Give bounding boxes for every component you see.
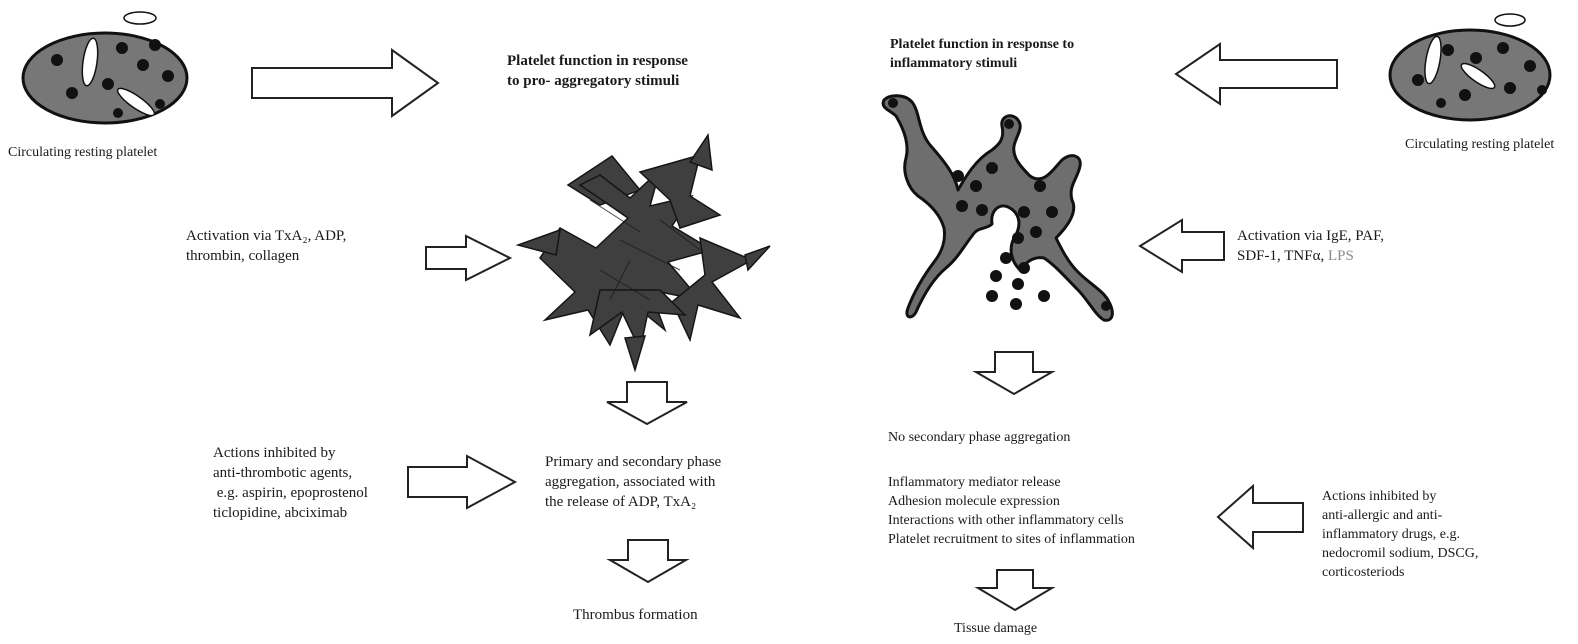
arrow-left-top: [1176, 44, 1337, 104]
effect-item-1: Inflammatory mediator release: [888, 473, 1135, 492]
right-inhibitors-line-3: inflammatory drugs, e.g.: [1322, 525, 1478, 544]
right-inhibitors-line-5: corticosteriods: [1322, 563, 1478, 582]
lps-label: LPS: [1328, 248, 1354, 264]
left-inhibitors-line-1: Actions inhibited by: [213, 443, 368, 463]
tissue-damage-label: Tissue damage: [954, 619, 1037, 638]
left-activation-line-1: Activation via TxA₂, ADP,: [186, 226, 346, 246]
right-activation-text: Activation via IgE, PAF, SDF-1, TNFα, LP…: [1237, 226, 1384, 266]
right-heading-line-2: inflammatory stimuli: [890, 54, 1074, 73]
left-resting-platelet: [23, 12, 187, 123]
left-resting-label: Circulating resting platelet: [8, 143, 157, 162]
right-resting-label: Circulating resting platelet: [1405, 135, 1554, 154]
aggregation-line-1: Primary and secondary phase: [545, 452, 721, 472]
arrow-down-right-2: [978, 570, 1052, 610]
arrow-right-top: [252, 50, 438, 116]
right-heading-line-1: Platelet function in response to: [890, 35, 1074, 54]
arrow-right-activation: [426, 236, 510, 280]
left-activation-line-2: thrombin, collagen: [186, 246, 346, 266]
left-heading-line-2: to pro- aggregatory stimuli: [507, 71, 688, 91]
right-heading: Platelet function in response to inflamm…: [890, 35, 1074, 73]
effect-item-3: Interactions with other inflammatory cel…: [888, 511, 1135, 530]
left-heading-line-1: Platelet function in response: [507, 51, 688, 71]
arrow-down-left-2: [610, 540, 686, 582]
arrow-down-left-1: [607, 382, 687, 424]
aggregation-line-2: aggregation, associated with: [545, 472, 721, 492]
left-inhibitors-line-4: ticlopidine, abciximab: [213, 503, 368, 523]
right-activation-line-2: SDF-1, TNFα, LPS: [1237, 246, 1384, 266]
left-activation-text: Activation via TxA₂, ADP, thrombin, coll…: [186, 226, 346, 266]
left-inhibitors-line-3: e.g. aspirin, epoprostenol: [213, 483, 368, 503]
right-resting-platelet: [1390, 14, 1550, 120]
right-activation-agents: SDF-1, TNFα,: [1237, 248, 1324, 264]
arrow-down-right-1: [976, 352, 1052, 394]
left-inhibitors-line-2: anti-thrombotic agents,: [213, 463, 368, 483]
no-secondary-aggregation-label: No secondary phase aggregation: [888, 428, 1070, 447]
effect-item-4: Platelet recruitment to sites of inflamm…: [888, 530, 1135, 549]
left-heading: Platelet function in response to pro- ag…: [507, 51, 688, 91]
right-inhibitors-text: Actions inhibited by anti-allergic and a…: [1322, 487, 1478, 582]
arrow-left-activation: [1140, 220, 1224, 272]
right-inhibitors-line-2: anti-allergic and anti-: [1322, 506, 1478, 525]
activated-platelet: [883, 96, 1112, 321]
effect-item-2: Adhesion molecule expression: [888, 492, 1135, 511]
arrow-left-inhibitors: [1218, 486, 1303, 548]
thrombus-formation-label: Thrombus formation: [573, 605, 698, 625]
aggregation-text: Primary and secondary phase aggregation,…: [545, 452, 721, 512]
right-inhibitors-line-4: nedocromil sodium, DSCG,: [1322, 544, 1478, 563]
aggregation-line-3: the release of ADP, TxA₂: [545, 492, 721, 512]
right-inhibitors-line-1: Actions inhibited by: [1322, 487, 1478, 506]
inflammatory-effects-list: Inflammatory mediator release Adhesion m…: [888, 473, 1135, 549]
right-activation-line-1: Activation via IgE, PAF,: [1237, 226, 1384, 246]
left-inhibitors-text: Actions inhibited by anti-thrombotic age…: [213, 443, 368, 523]
arrow-right-inhibitors: [408, 456, 515, 508]
